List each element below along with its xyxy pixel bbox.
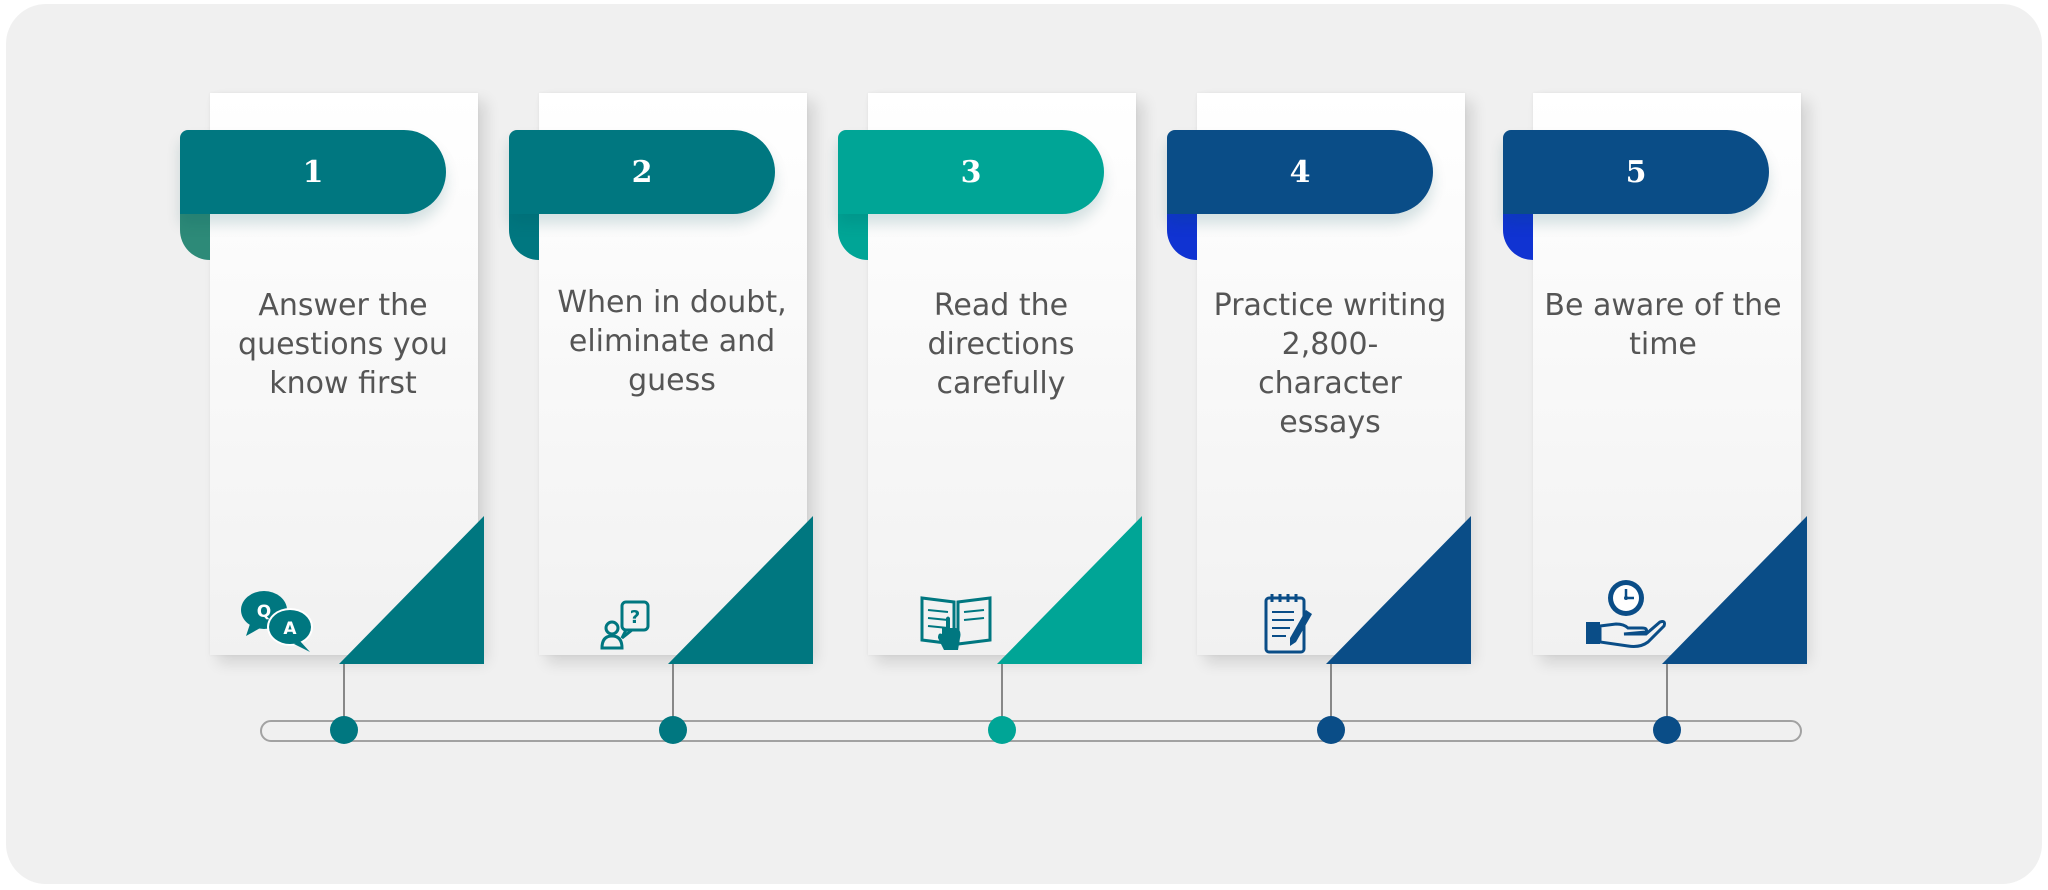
timeline-node-3 (988, 716, 1016, 744)
connector-stem-3 (1001, 664, 1003, 730)
qa-chat-icon: Q A (240, 588, 316, 654)
svg-text:Q: Q (257, 602, 271, 622)
step-text-3: Read the directions carefully (927, 288, 1075, 401)
svg-text:A: A (283, 619, 297, 639)
step-number-5: 5 (1625, 154, 1647, 190)
timeline-node-4 (1317, 716, 1345, 744)
step-number-tab-4: 4 (1167, 130, 1433, 214)
clock-hand-icon (1584, 578, 1668, 654)
step-number-3: 3 (960, 154, 982, 190)
step-number-tab-3: 3 (838, 130, 1104, 214)
step-number-tab-2: 2 (509, 130, 775, 214)
step-number-1: 1 (302, 154, 324, 190)
notepad-pencil-icon (1248, 590, 1324, 656)
person-question-icon: ? (598, 588, 674, 654)
step-number-4: 4 (1289, 154, 1311, 190)
svg-text:?: ? (630, 607, 640, 628)
step-text-1: Answer the questions you know first (238, 288, 448, 401)
timeline-track (260, 720, 1802, 742)
timeline-node-2 (659, 716, 687, 744)
step-number-tab-1: 1 (180, 130, 446, 214)
connector-stem-2 (672, 664, 674, 730)
step-text-4: Practice writing 2,800-character essays (1213, 288, 1447, 440)
open-book-pointer-icon (918, 588, 994, 654)
step-number-2: 2 (631, 154, 653, 190)
step-text-2: When in doubt, eliminate and guess (557, 285, 787, 398)
connector-stem-1 (343, 664, 345, 730)
step-number-tab-5: 5 (1503, 130, 1769, 214)
timeline-node-5 (1653, 716, 1681, 744)
step-text-5: Be aware of the time (1544, 288, 1782, 362)
timeline-node-1 (330, 716, 358, 744)
connector-stem-5 (1666, 664, 1668, 730)
connector-stem-4 (1330, 664, 1332, 730)
